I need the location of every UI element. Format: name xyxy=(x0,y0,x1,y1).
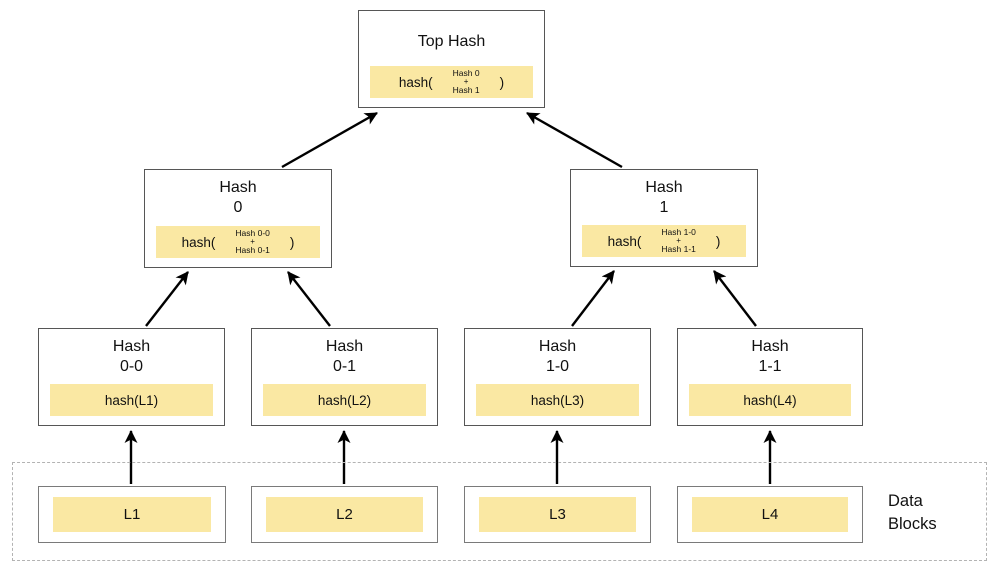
node-subtitle: 1-1 xyxy=(758,358,782,375)
node-title: Hash xyxy=(325,338,364,355)
hash-formula: hash( Hash 1-0 + Hash 1-1 ) xyxy=(582,225,746,257)
data-blocks-label-line1: Data xyxy=(888,492,923,510)
node-hash-0-1: Hash 0-1 hash(L2) xyxy=(251,328,438,426)
formula-arg-bottom: Hash 1 xyxy=(452,85,480,95)
formula-args: Hash 0-0 + Hash 0-1 xyxy=(235,229,270,255)
formula-suffix: ) xyxy=(499,74,505,90)
hash-formula: hash(L3) xyxy=(476,384,639,416)
node-hash-1: Hash 1 hash( Hash 1-0 + Hash 1-1 ) xyxy=(570,169,758,267)
formula-args: Hash 1-0 + Hash 1-1 xyxy=(661,228,696,254)
formula-arg-bottom: Hash 0-1 xyxy=(235,245,270,255)
node-title: Top Hash xyxy=(417,33,486,50)
node-subtitle: 0-1 xyxy=(332,358,357,375)
data-block-label: L3 xyxy=(479,497,636,532)
data-blocks-label-line2: Blocks xyxy=(888,515,937,533)
node-title: Hash xyxy=(538,338,577,355)
hash-formula: hash(L1) xyxy=(50,384,213,416)
formula-plus: + xyxy=(676,236,681,245)
node-top-hash: Top Hash hash( Hash 0 + Hash 1 ) xyxy=(358,10,545,108)
node-hash-0: Hash 0 hash( Hash 0-0 + Hash 0-1 ) xyxy=(144,169,332,268)
node-subtitle: 0-0 xyxy=(119,358,144,375)
node-subtitle: 1 xyxy=(659,199,669,216)
node-title: Hash xyxy=(219,179,257,196)
node-title: Hash xyxy=(645,179,683,196)
formula-suffix: ) xyxy=(289,234,295,250)
formula-args: Hash 0 + Hash 1 xyxy=(453,69,480,95)
formula-arg-top: Hash 0 xyxy=(452,68,480,78)
formula-arg-bottom: Hash 1-1 xyxy=(661,244,696,254)
formula-plus: + xyxy=(463,77,469,86)
data-block-label: L2 xyxy=(266,497,423,532)
data-blocks-container xyxy=(12,462,987,561)
node-subtitle: 0 xyxy=(233,199,243,216)
data-block-l3: L3 xyxy=(464,486,651,543)
node-title: Hash xyxy=(751,338,789,355)
data-block-l4: L4 xyxy=(677,486,863,543)
formula-suffix: ) xyxy=(715,233,721,249)
data-block-l1: L1 xyxy=(38,486,226,543)
node-hash-1-0: Hash 1-0 hash(L3) xyxy=(464,328,651,426)
node-hash-1-1: Hash 1-1 hash(L4) xyxy=(677,328,863,426)
formula-arg-top: Hash 0-0 xyxy=(235,228,270,238)
data-block-l2: L2 xyxy=(251,486,438,543)
node-hash-0-0: Hash 0-0 hash(L1) xyxy=(38,328,225,426)
hash-formula: hash( Hash 0-0 + Hash 0-1 ) xyxy=(156,226,320,258)
formula-prefix: hash( xyxy=(607,233,642,249)
formula-arg-top: Hash 1-0 xyxy=(661,227,696,237)
node-subtitle: 1-0 xyxy=(545,358,570,375)
formula-prefix: hash( xyxy=(398,74,433,90)
formula-prefix: hash( xyxy=(181,234,216,250)
hash-formula: hash(L4) xyxy=(689,384,851,416)
data-block-label: L4 xyxy=(692,497,848,532)
formula-plus: + xyxy=(250,237,255,246)
node-title: Hash xyxy=(112,338,151,355)
data-block-label: L1 xyxy=(53,497,211,532)
data-blocks-label: Data Blocks xyxy=(888,490,937,536)
hash-formula: hash( Hash 0 + Hash 1 ) xyxy=(370,66,533,98)
hash-formula: hash(L2) xyxy=(263,384,426,416)
